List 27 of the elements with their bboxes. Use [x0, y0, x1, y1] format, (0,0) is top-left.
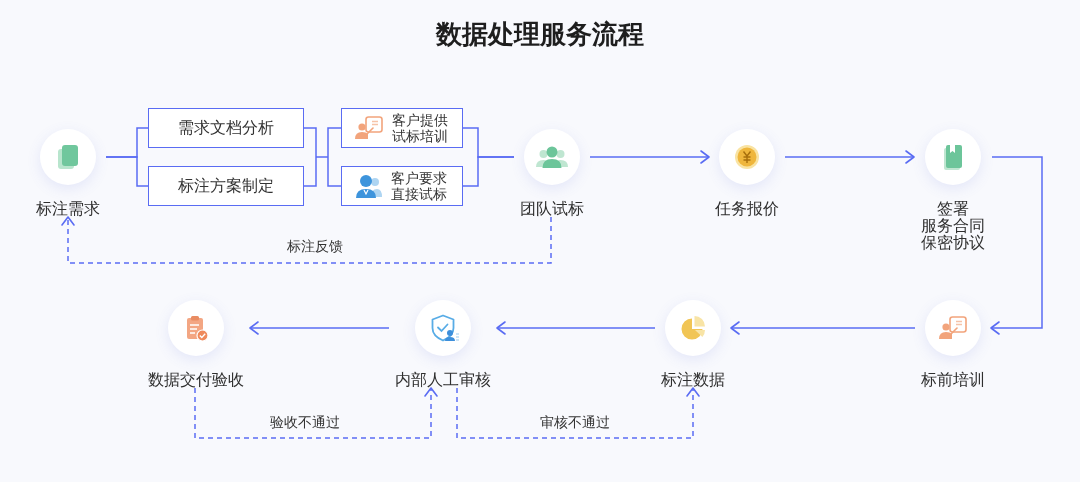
step-label: 团队试标: [520, 200, 584, 217]
arrow: [990, 156, 1043, 335]
step-label: 内部人工审核: [395, 371, 491, 388]
step-label: 任务报价: [715, 200, 779, 217]
dashed-arrow: [61, 216, 552, 264]
step-label: 标前培训: [921, 371, 985, 388]
dashed-arrow: [194, 387, 438, 439]
dashed-arrow: [456, 387, 700, 439]
task-label: 客户要求直接试标: [390, 170, 448, 202]
arrow: [589, 150, 710, 164]
connector-line: [303, 127, 342, 187]
process-box: 标注方案制定: [148, 166, 304, 206]
arrow: [730, 321, 916, 335]
step-label: 标注数据: [661, 371, 725, 388]
arrow: [249, 321, 390, 335]
process-box: [341, 108, 463, 148]
task-label: 客户提供试标培训: [392, 112, 449, 144]
connector-line: [105, 156, 149, 187]
arrow: [784, 150, 915, 164]
title: 数据处理服务流程: [434, 18, 645, 51]
arrow: [496, 321, 656, 335]
step-label: 数据交付验收: [148, 371, 244, 388]
process-box: [341, 166, 463, 206]
step-label: 标注需求: [36, 200, 100, 217]
step-label: 签署服务合同保密协议: [920, 200, 986, 251]
connector-line: [462, 156, 515, 187]
process-box: 需求文档分析: [148, 108, 304, 148]
